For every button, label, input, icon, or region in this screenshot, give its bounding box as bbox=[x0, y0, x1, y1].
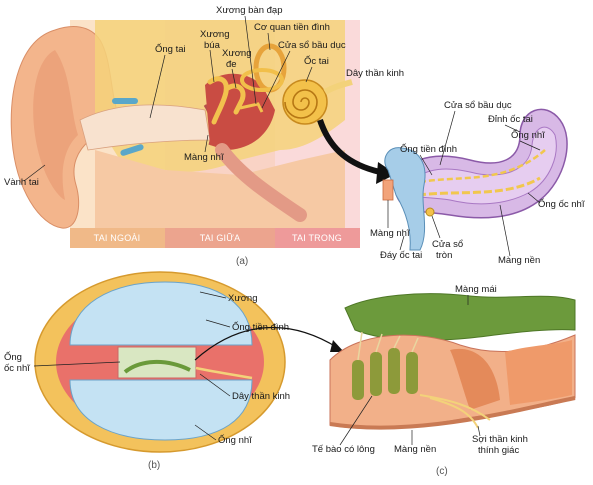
label-ong-tien-dinh-b: Ống tiền đình bbox=[232, 321, 289, 333]
label-cua-so-tron-2: tròn bbox=[436, 250, 452, 261]
label-xuong-b: Xương bbox=[228, 293, 258, 304]
label-mang-nhi-a: Màng nhĩ bbox=[184, 152, 224, 163]
label-oc-tai: Ốc tai bbox=[304, 55, 329, 67]
panel-c: Màng mái Tế bào có lông Màng nền Sợi thầ… bbox=[312, 284, 575, 477]
label-xuong-ban-dap: Xương bàn đạp bbox=[216, 5, 282, 16]
label-ong-tai: Ống tai bbox=[155, 43, 186, 55]
label-ong-oc-nhi-b-2: ốc nhĩ bbox=[4, 363, 30, 374]
label-soi-than-kinh-1: Sợi thần kinh bbox=[472, 434, 528, 445]
oval-window-box bbox=[383, 180, 393, 200]
enlarged-cochlea: Cửa sổ bầu dục Đỉnh ốc tai Ống nhĩ Ống t… bbox=[370, 100, 585, 266]
hair-cell-3 bbox=[388, 348, 400, 394]
label-day-than-kinh-b: Dây thần kinh bbox=[232, 391, 290, 402]
support-cells-2 bbox=[505, 340, 572, 405]
label-xuong-de-1: Xương bbox=[222, 48, 252, 59]
label-ong-nhi-b: Ống nhĩ bbox=[218, 434, 252, 446]
label-xuong-bua-1: Xương bbox=[200, 29, 230, 40]
label-xuong-de-2: đe bbox=[226, 59, 237, 70]
round-window bbox=[426, 208, 434, 216]
label-day-than-kinh-a: Dây thần kinh bbox=[346, 68, 404, 79]
leader-cua-so-tron bbox=[432, 216, 440, 238]
label-vanh-tai: Vành tai bbox=[4, 177, 39, 188]
label-te-bao-co-long: Tế bào có lông bbox=[312, 444, 375, 455]
hair-cell-1 bbox=[352, 360, 364, 400]
panel-label-b: (b) bbox=[148, 460, 160, 471]
label-day-oc-tai: Đáy ốc tai bbox=[380, 250, 422, 261]
hair-cell-4 bbox=[406, 352, 418, 394]
label-soi-than-kinh-2: thính giác bbox=[478, 445, 519, 456]
label-ong-tien-dinh-c: Ống tiền đình bbox=[400, 143, 457, 155]
zone-label-inner: TAI TRONG bbox=[292, 233, 342, 243]
panel-b: Xương Ống tiền đình Ống ốc nhĩ Dây thần … bbox=[4, 272, 344, 471]
label-ong-oc-nhi-c: Ống ốc nhĩ bbox=[538, 198, 585, 210]
label-cua-so-bau-duc-a: Cửa sổ bầu dục bbox=[278, 40, 346, 51]
label-mang-nen-cc: Màng nền bbox=[394, 444, 436, 455]
label-mang-nen-c: Màng nền bbox=[498, 255, 540, 266]
label-mang-mai: Màng mái bbox=[455, 284, 497, 295]
panel-label-c: (c) bbox=[436, 466, 448, 477]
label-cua-so-bau-duc-c: Cửa sổ bầu dục bbox=[444, 100, 512, 111]
label-cua-so-tron-1: Cửa sổ bbox=[432, 239, 463, 250]
hair-cell-2 bbox=[370, 352, 382, 396]
panel-a: TAI NGOÀI TAI GIỮA TAI TRONG Xương bàn đ… bbox=[4, 5, 404, 267]
zone-label-middle: TAI GIỮA bbox=[200, 233, 241, 243]
canal-gland-1 bbox=[112, 98, 138, 104]
zone-label-outer: TAI NGOÀI bbox=[94, 233, 141, 243]
label-xuong-bua-2: búa bbox=[204, 40, 221, 51]
label-dinh-oc-tai: Đỉnh ốc tai bbox=[488, 114, 533, 125]
tectorial-membrane bbox=[345, 294, 575, 341]
label-ong-nhi-c: Ống nhĩ bbox=[511, 129, 545, 141]
label-ong-oc-nhi-b-1: Ống bbox=[4, 351, 22, 363]
panel-label-a: (a) bbox=[236, 256, 248, 267]
label-co-quan-tien-dinh: Cơ quan tiền đình bbox=[254, 22, 330, 33]
